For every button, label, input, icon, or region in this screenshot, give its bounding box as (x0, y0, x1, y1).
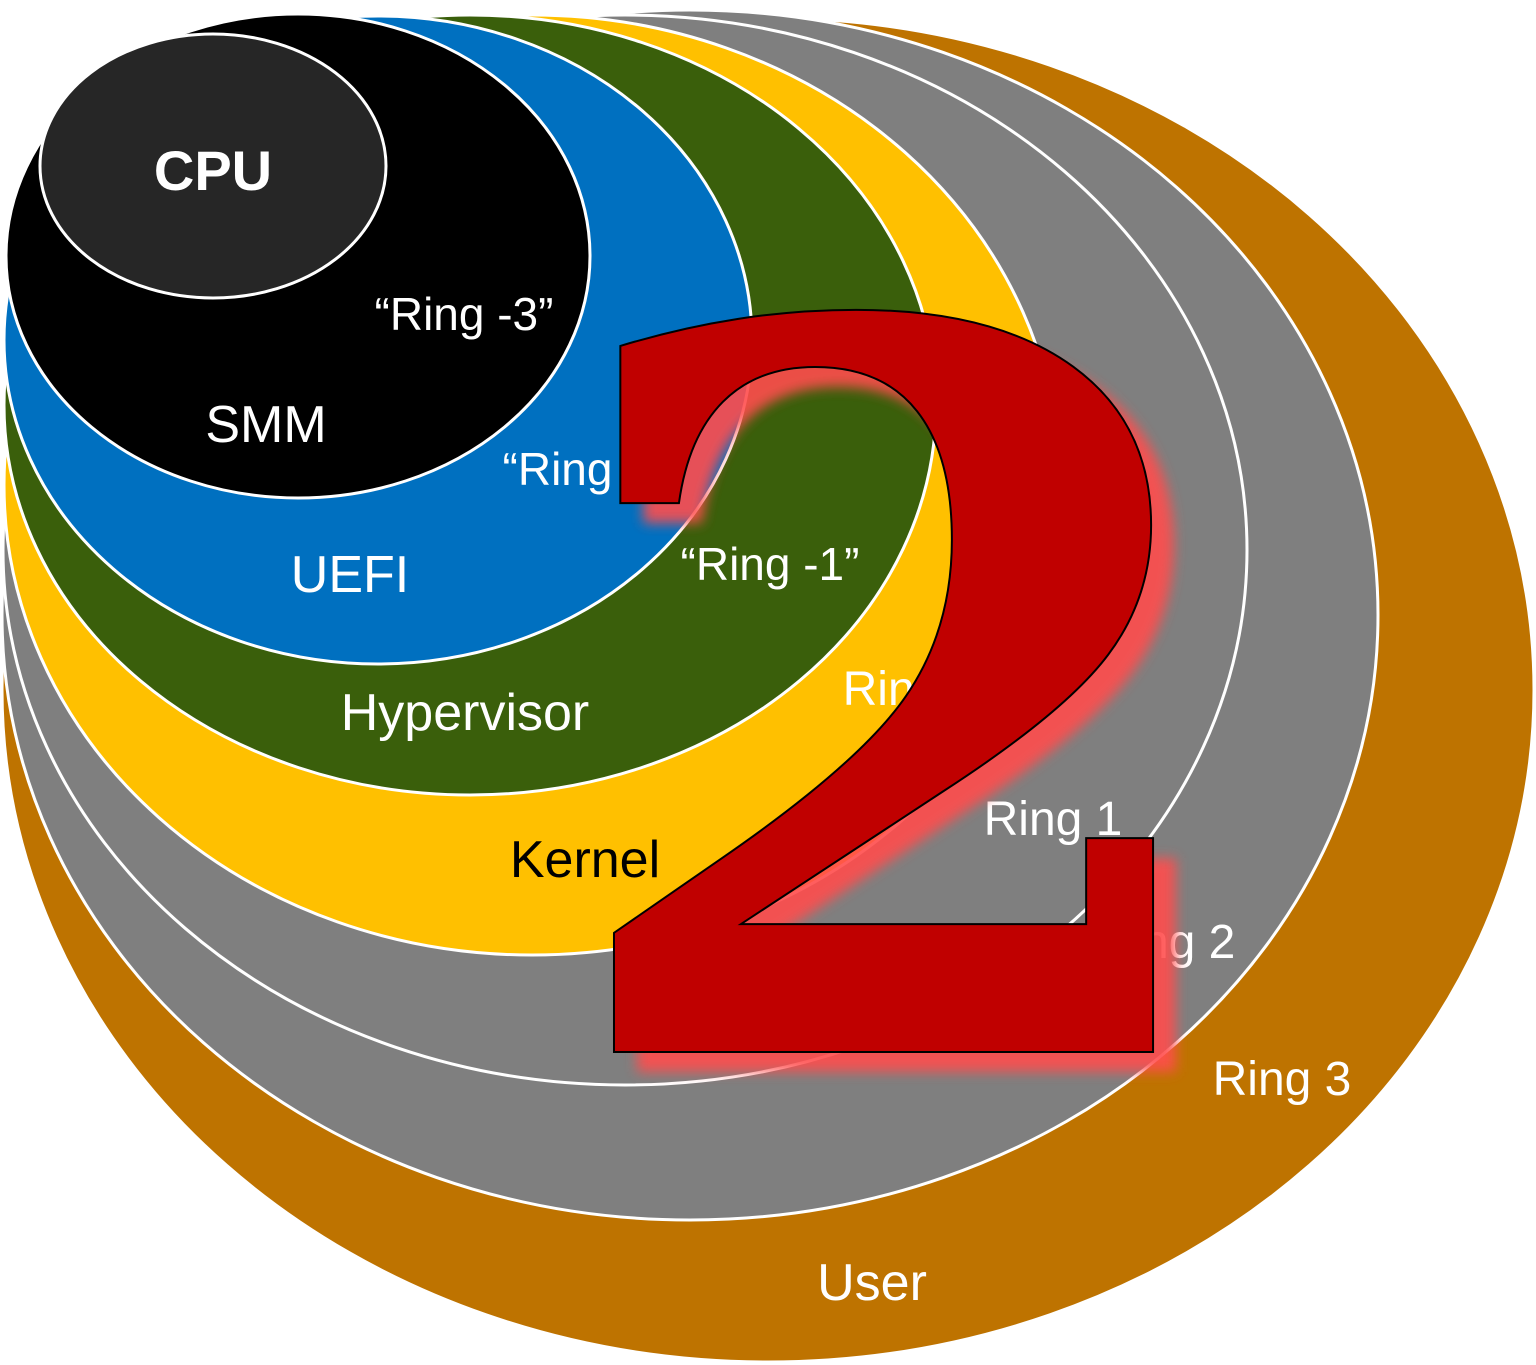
ring3-label: Ring 3 (1213, 1053, 1352, 1106)
overlay-numeral-glow: 2 (570, 133, 1266, 1308)
cpu-label: CPU (154, 139, 272, 202)
overlay-numeral: 2 (547, 113, 1243, 1288)
ring2-label: Ring 2 (1097, 916, 1236, 969)
ring-minus3-label: “Ring -3” (375, 288, 554, 340)
hypervisor-label: Hypervisor (341, 684, 590, 742)
ring0-label: Ring 0 (843, 663, 982, 716)
ring-minus2-label: “Ring -2” (503, 443, 682, 495)
kernel-label: Kernel (510, 831, 660, 889)
user-label: User (817, 1254, 927, 1312)
ring1-label: Ring 1 (984, 793, 1123, 846)
ring-minus1-label: “Ring -1” (681, 538, 860, 590)
layer-cpu-ellipse (38, 32, 388, 300)
smm-label: SMM (205, 396, 326, 454)
uefi-label: UEFI (291, 546, 409, 604)
